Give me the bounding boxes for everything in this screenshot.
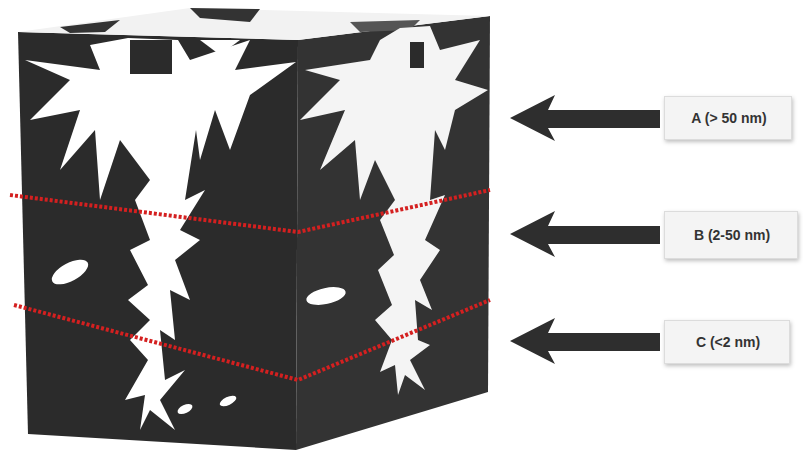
- pore-size-label: C (<2 nm): [696, 334, 760, 350]
- pointer-arrow: [510, 95, 660, 141]
- macropore-dendrite: [25, 38, 296, 430]
- zone-divider: [10, 190, 490, 232]
- pore-size-label: B (2-50 nm): [694, 227, 770, 243]
- top-dark-patch: [60, 20, 120, 33]
- mesopore: [305, 284, 347, 308]
- pointer-arrows: [510, 95, 660, 364]
- mesopore: [48, 255, 92, 290]
- zone-divider: [14, 300, 490, 380]
- micropore: [176, 402, 194, 416]
- micropore: [218, 394, 238, 409]
- size-label-box: B (2-50 nm): [664, 211, 798, 259]
- pointer-arrow: [510, 318, 660, 364]
- pore-opening: [410, 42, 424, 68]
- macropore: [200, 40, 240, 55]
- pore-size-label: A (> 50 nm): [691, 110, 766, 126]
- pore-opening: [130, 40, 172, 74]
- size-label-box: C (<2 nm): [664, 320, 790, 364]
- pointer-arrow: [510, 211, 660, 257]
- right-face: [296, 16, 490, 450]
- front-face: [18, 32, 298, 450]
- top-dark-patch: [190, 8, 260, 22]
- size-label-box: A (> 50 nm): [664, 96, 792, 140]
